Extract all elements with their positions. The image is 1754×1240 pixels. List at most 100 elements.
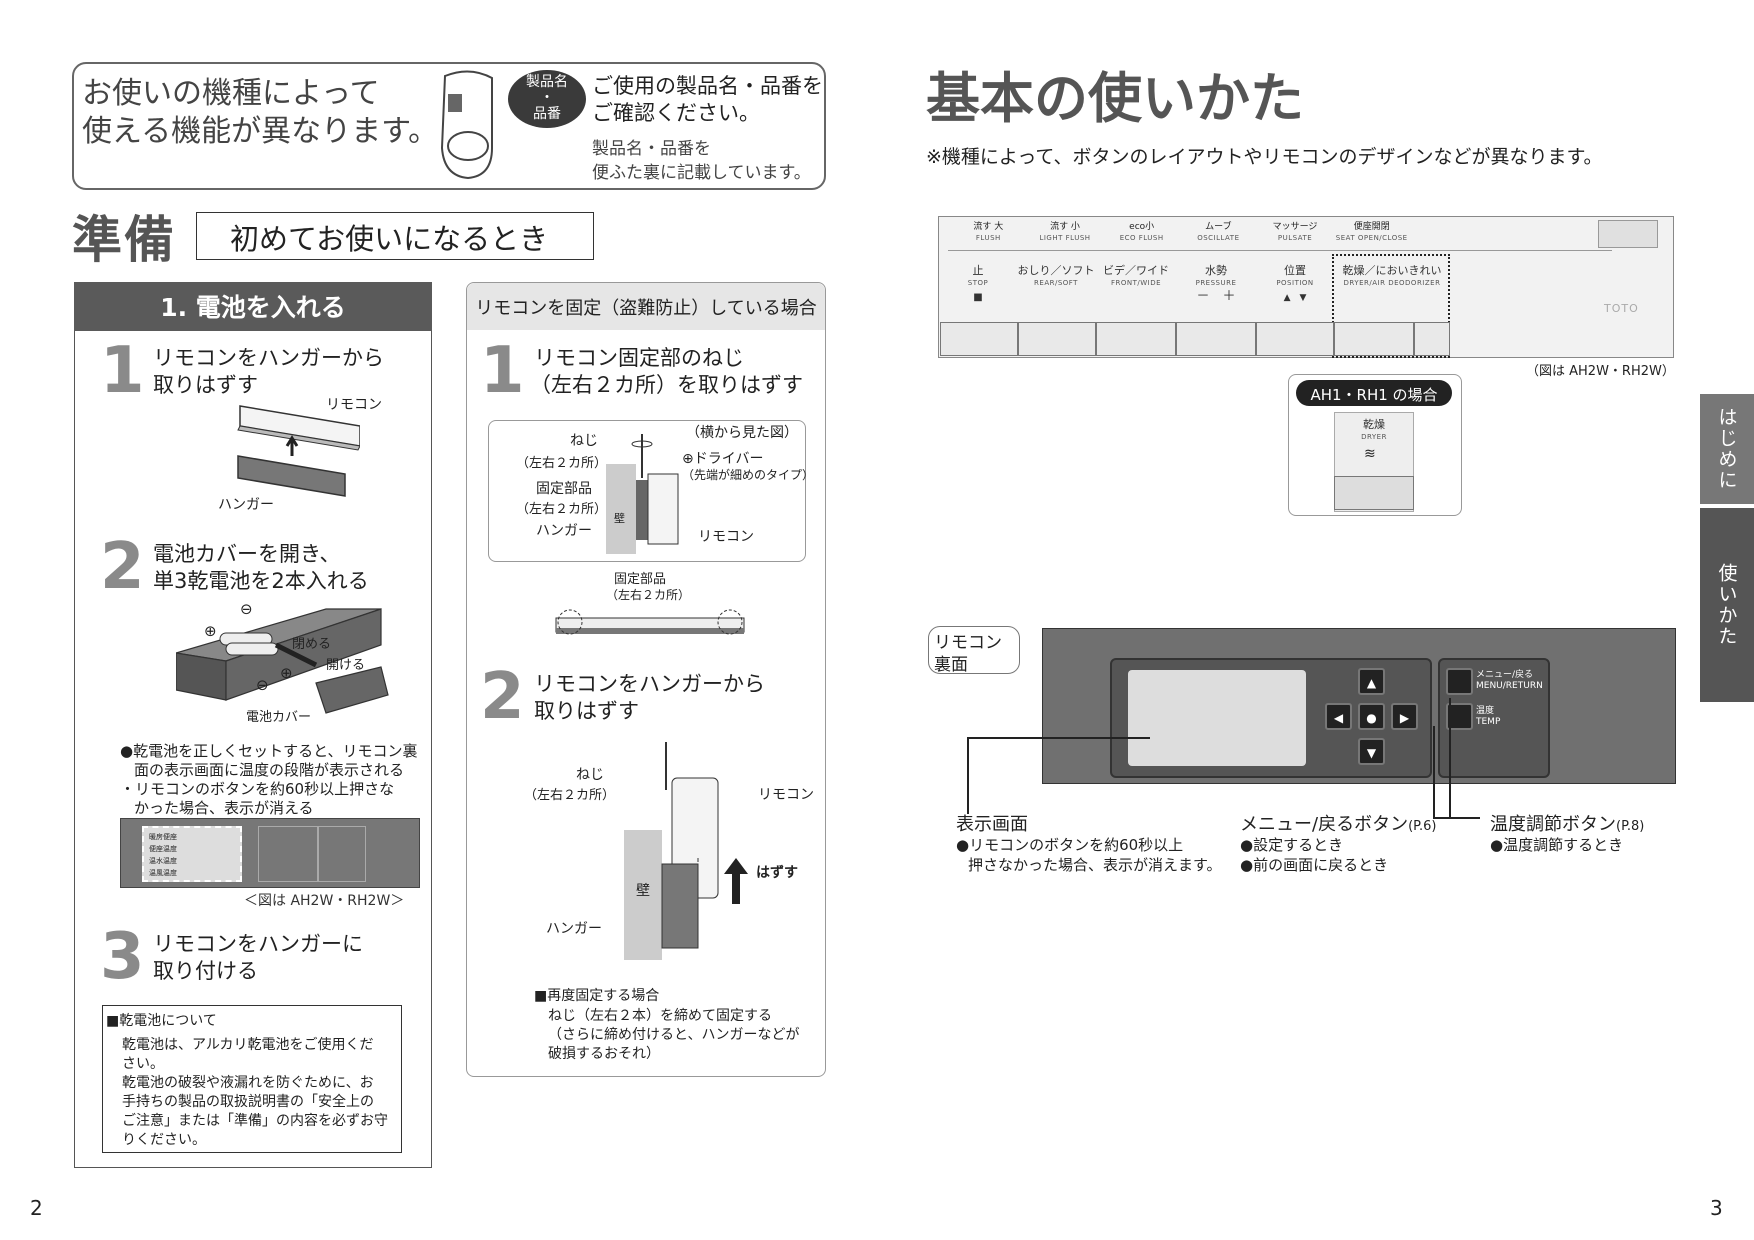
right-button[interactable]: ▶ bbox=[1391, 703, 1418, 730]
label-remote-1: リモコン bbox=[326, 397, 382, 413]
plus-sign-2: ⊕ bbox=[280, 664, 293, 682]
menu-return-button[interactable] bbox=[1446, 668, 1473, 695]
fixed-step2-line2: 取りはずす bbox=[534, 699, 639, 723]
position-button[interactable] bbox=[1256, 322, 1334, 356]
refix-l3: 破損するおそれ） bbox=[548, 1046, 660, 1062]
battery-step1-num: 1 bbox=[100, 334, 145, 408]
remove-illustration bbox=[624, 742, 719, 960]
basic-title: 基本の使いかた bbox=[926, 67, 1304, 130]
side-view-illustration bbox=[606, 434, 679, 554]
leader-lines bbox=[967, 698, 1480, 819]
deodorizer-button[interactable] bbox=[1414, 322, 1450, 356]
label-cover: 電池カバー bbox=[246, 710, 312, 725]
pressure-button[interactable] bbox=[1176, 322, 1256, 356]
about-l3: 乾電池の破裂や液漏れを防ぐために、お bbox=[122, 1075, 374, 1091]
display-screen bbox=[1128, 670, 1306, 766]
battery-note2-l2: かった場合、表示が消える bbox=[134, 799, 314, 817]
two-places-label: （左右２カ所） bbox=[516, 456, 608, 471]
two-places2-label: （左右２カ所） bbox=[606, 588, 691, 602]
refix-title: ■再度固定する場合 bbox=[534, 988, 660, 1004]
left-button[interactable]: ◀ bbox=[1325, 703, 1352, 730]
rear-button[interactable] bbox=[1018, 322, 1096, 356]
fixed-step1-line1: リモコン固定部のねじ bbox=[534, 346, 744, 370]
side-tab-usage[interactable]: 使いかた bbox=[1700, 508, 1754, 702]
display-title: 表示画面 bbox=[956, 814, 1028, 835]
dryer-button[interactable] bbox=[1334, 322, 1414, 356]
battery-step1-line2: 取りはずす bbox=[153, 373, 258, 397]
dryer-icon: ≋ bbox=[1364, 446, 1376, 462]
prep-subtitle: 初めてお使いになるとき bbox=[230, 222, 549, 256]
battery-step2-line2: 単3乾電池を2本入れる bbox=[153, 569, 369, 593]
mini-menu-button bbox=[318, 826, 366, 882]
about-l5: ご注意」または「準備」の内容を必ずお守 bbox=[122, 1113, 388, 1129]
page-number-left: 2 bbox=[30, 1196, 43, 1220]
side-tab-intro[interactable]: はじめに bbox=[1700, 394, 1754, 504]
fix-part-label: 固定部品 bbox=[536, 481, 592, 497]
about-l1: 乾電池は、アルカリ乾電池をご使用くだ bbox=[122, 1037, 374, 1053]
mini-display-row: 便座温度 bbox=[149, 845, 177, 853]
up-button[interactable]: ▲ bbox=[1358, 668, 1385, 695]
fig-caption-left: ＜図は AH2W・RH2W＞ bbox=[244, 893, 405, 909]
ah1-dryer-button[interactable] bbox=[1334, 476, 1414, 510]
battery-note1-l1: ●乾電池を正しくセットすると、リモコン裏 bbox=[120, 742, 418, 760]
plus-sign-1: ⊕ bbox=[204, 622, 217, 640]
battery-header-text: 1. 電池を入れる bbox=[160, 293, 346, 322]
remove-label: はずす bbox=[756, 865, 798, 881]
down-button[interactable]: ▼ bbox=[1358, 738, 1385, 765]
fix-part-illustration bbox=[555, 609, 745, 635]
remote-top-strip bbox=[948, 218, 1612, 251]
minus-sign-2: ⊖ bbox=[256, 676, 269, 694]
center-button[interactable]: ● bbox=[1358, 703, 1385, 730]
display-note2: 押さなかった場合、表示が消えます。 bbox=[968, 856, 1222, 874]
hanger-label: ハンガー bbox=[536, 523, 592, 539]
battery-step1-line1: リモコンをハンガーから bbox=[153, 346, 384, 370]
temp-title: 温度調節ボタン(P.8) bbox=[1490, 814, 1645, 835]
fix-part2-label: 固定部品 bbox=[614, 572, 667, 587]
battery-step3-line2: 取り付ける bbox=[153, 959, 258, 983]
stop-button[interactable] bbox=[940, 322, 1018, 356]
battery-insert-illustration bbox=[176, 608, 389, 714]
battery-header bbox=[74, 282, 432, 331]
prep-title: 準備 bbox=[72, 211, 176, 269]
minus-sign-1: ⊖ bbox=[240, 600, 253, 618]
two-places3-label: （左右２カ所） bbox=[524, 788, 616, 803]
driver-note-label: （先端が細めのタイプ） bbox=[682, 468, 815, 482]
about-battery-box bbox=[102, 1005, 402, 1153]
side-view-label: （横から見た図） bbox=[686, 425, 798, 441]
wall-label: 壁 bbox=[614, 512, 625, 525]
fixed-step2-line1: リモコンをハンガーから bbox=[534, 672, 765, 696]
screw-label: ねじ bbox=[570, 433, 598, 449]
mini-dpad bbox=[258, 826, 318, 882]
battery-step3-num: 3 bbox=[100, 920, 145, 994]
note-line1: 製品名・品番を bbox=[592, 139, 711, 159]
side-tab-intro-label: はじめに bbox=[1715, 407, 1738, 491]
side-tab-usage-label: 使いかた bbox=[1715, 563, 1738, 647]
badge-mid: ・ bbox=[540, 90, 554, 106]
badge-top: 製品名 bbox=[526, 74, 568, 90]
menu-note2: ●前の画面に戻るとき bbox=[1240, 856, 1389, 874]
front-button[interactable] bbox=[1096, 322, 1176, 356]
mini-display-row: 温風温度 bbox=[149, 869, 177, 877]
remove-arrow-icon bbox=[724, 858, 748, 904]
label-open: 開ける bbox=[326, 658, 366, 673]
fixed-step2-num: 2 bbox=[480, 660, 525, 734]
refix-l1: ねじ（左右２本）を締めて固定する bbox=[548, 1008, 772, 1024]
remote-back-label-l2: 裏面 bbox=[934, 655, 968, 675]
front-caption: （図は AH2W・RH2W） bbox=[1526, 364, 1675, 379]
brand-logo: TOTO bbox=[1604, 302, 1639, 315]
